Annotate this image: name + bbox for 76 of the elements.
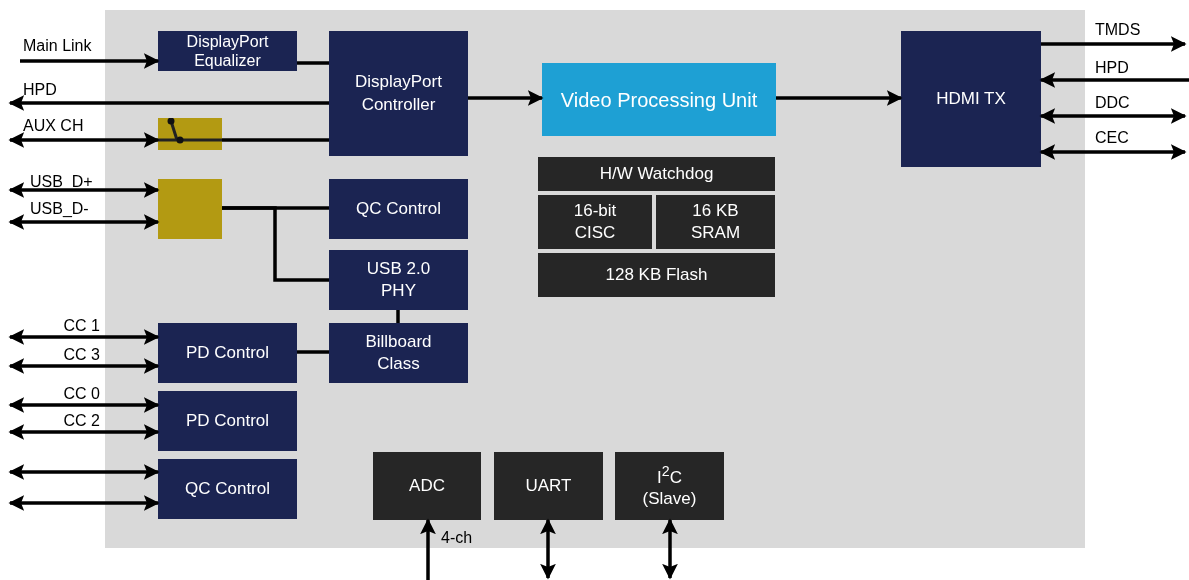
signal-label: DDC (1095, 95, 1130, 111)
block-label: HDMI TX (935, 87, 1007, 110)
arrow (468, 90, 544, 106)
arrow (1039, 72, 1189, 88)
block-label: H/W Watchdog (598, 162, 715, 185)
signal-label: Main Link (23, 38, 92, 54)
arrow (8, 95, 329, 111)
block-label: I$^{2}$C (Slave) (641, 461, 698, 511)
signal-label: CEC (1095, 130, 1129, 146)
chip-background (105, 10, 1085, 548)
connector-line (297, 61, 329, 65)
signal-label: CC 1 (63, 318, 100, 334)
arrow (1039, 144, 1187, 160)
signal-label: TMDS (1095, 22, 1141, 38)
block-label: 128 KB Flash (604, 263, 709, 286)
arrow (8, 132, 160, 148)
block-label: Video Processing Unit (559, 87, 759, 113)
arrow (8, 424, 160, 440)
block-box (656, 195, 775, 249)
signal-label: 4-ch (441, 530, 473, 546)
arrow (8, 495, 160, 511)
block-label: DisplayPort Equalizer (185, 31, 270, 71)
block-label: Billboard Class (364, 330, 433, 375)
block-label: QC Control (184, 477, 271, 500)
block-box (329, 179, 468, 239)
signal-label: CC 0 (63, 386, 100, 402)
block-label: 16-bit CISC (572, 199, 618, 244)
connector-line (396, 310, 400, 323)
arrow (8, 214, 160, 230)
block-box (329, 323, 468, 383)
block-box (158, 391, 297, 451)
connector-line (222, 138, 329, 142)
arrow (1041, 36, 1187, 52)
arrow (662, 518, 678, 580)
block-box (373, 452, 481, 520)
block-label: USB 2.0 PHY (365, 257, 432, 302)
signal-label: CC 3 (63, 347, 100, 363)
arrow (8, 397, 160, 413)
block-box (538, 157, 775, 191)
block-box (158, 31, 297, 71)
block-box (158, 323, 297, 383)
signal-label: USB_D- (30, 201, 89, 217)
block-box (901, 31, 1041, 167)
connector-line (297, 350, 329, 354)
signal-label: AUX CH (23, 118, 84, 134)
mux-box (158, 179, 222, 239)
block-label: DisplayPort Controller (354, 71, 443, 116)
block-box (329, 250, 468, 310)
arrow (420, 518, 436, 580)
connector-line (222, 206, 329, 282)
block-label: PD Control (184, 409, 271, 432)
arrow (776, 90, 903, 106)
arrow (8, 182, 160, 198)
block-box (494, 452, 603, 520)
arrow (8, 329, 160, 345)
block-label: 16 KB SRAM (689, 199, 742, 244)
processing-unit-box (542, 63, 776, 136)
block-label: ADC (408, 474, 446, 497)
arrow (1039, 108, 1187, 124)
block-label: QC Control (355, 197, 442, 220)
signal-label: HPD (1095, 60, 1129, 76)
arrow (540, 518, 556, 580)
block-label: UART (524, 474, 573, 497)
block-label: PD Control (184, 341, 271, 364)
signal-label: CC 2 (63, 413, 100, 429)
arrow (20, 53, 160, 69)
block-box (538, 195, 652, 249)
signal-label: HPD (23, 82, 57, 98)
block-box (158, 459, 297, 519)
block-box (329, 31, 468, 156)
block-box (538, 253, 775, 297)
arrow (8, 464, 160, 480)
signal-label: USB_D+ (30, 174, 93, 190)
block-box (615, 452, 724, 520)
switch-box (158, 118, 222, 150)
arrow (8, 358, 160, 374)
